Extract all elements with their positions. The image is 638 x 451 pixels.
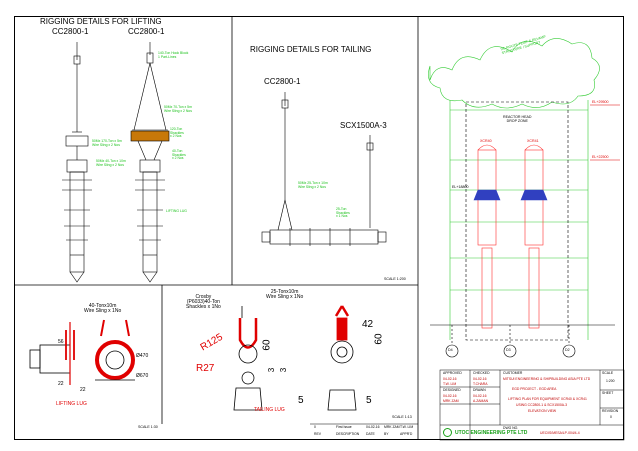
tb-project: EGD PROJECT - EGD AREA [512, 387, 557, 391]
tailing-lug-drawing [233, 305, 357, 411]
tb-name2: T.CHARA [473, 382, 488, 386]
rev-appd: T.W. LIM [400, 425, 414, 429]
dim-3b: 3 [279, 367, 289, 373]
lifting-note-sling2: 50Mx 170-Ton x 5m Wire Sling x 2 Nos [92, 139, 122, 147]
dim-22a: 22 [58, 381, 64, 387]
rev-head: REV [314, 432, 321, 436]
tb-dwg-label: DWG NO. [503, 426, 519, 430]
dim-56: 56 [58, 339, 64, 345]
tb-revision-label: REVISION [602, 409, 619, 413]
appd-head: APPR'D [400, 432, 413, 436]
tailing-title: RIGGING DETAILS FOR TAILING [250, 45, 372, 54]
dim-470: Ø470 [136, 353, 149, 359]
grid-d2: D2 [565, 348, 570, 352]
elevation-view [428, 38, 620, 358]
dim-5a: 5 [298, 395, 304, 406]
tb-desc2: USING CC2800-1 & SCX1500A-3 [516, 403, 568, 407]
tb-name4: A.ZAMAN [473, 399, 489, 403]
rev-value: 0 [314, 425, 316, 429]
tb-date2: 04-02-16 [473, 377, 487, 381]
tb-date4: 04-02-16 [473, 394, 487, 398]
lifting-right-rig [130, 42, 170, 283]
crosby-note: Crosby (P6033)40-Ton Shackles x 1No [186, 294, 221, 310]
reactor-left: XCR40 [480, 139, 492, 143]
lifting-note-sling1: 50Mx 70-Ton x 5m Wire Sling x 2 Nos [164, 105, 192, 113]
tb-scale-value: 1:200 [606, 379, 615, 383]
tb-customer-label: CUSTOMER [503, 371, 523, 375]
rev-desc: First Issue [336, 425, 352, 429]
el-mid: EL+22500 [592, 155, 609, 159]
lifting-note-hook: 140-Ton Hook Block 1 Part-Lines [158, 51, 189, 59]
lifting-note-lug: LIFTING LUG [166, 209, 187, 213]
tailing-crane-main: CC2800-1 [264, 77, 301, 86]
tb-sheet-label: SHEET [602, 391, 614, 395]
tb-checked: CHECKED [473, 371, 490, 375]
dim-60b: 60 [373, 333, 385, 345]
lifting-note-sling3: 50Mx 40-Ton x 10m Wire Sling x 2 Nos [96, 159, 126, 167]
lifting-left-rig [62, 42, 92, 283]
el-top: EL+29500 [592, 100, 609, 104]
tb-revision-value: 0 [610, 415, 612, 419]
rev-by: MRK ZAM [384, 425, 400, 429]
tailing-scale: SCALE 1:200 [384, 277, 406, 281]
tb-company: UTOC ENGINEERING PTE LTD [455, 430, 528, 436]
tailing-note-sling: 50Mx 25-Ton x 10m Wire Sling x 2 Nos [298, 181, 328, 189]
dim-3a: 3 [267, 367, 277, 373]
lifting-lug-drawing [29, 319, 135, 385]
tb-designed: DESIGNED [443, 388, 461, 392]
tb-drawn: DRAWN [473, 388, 486, 392]
lifting-lug-scale: SCALE 1:30 [138, 425, 158, 429]
lifting-note-shackle2: 40-Ton Shackles x 2 Nos [172, 149, 186, 161]
date-head: DATE [366, 432, 375, 436]
drawing-sheet [14, 16, 624, 440]
tailing-lug-scale: SCALE 1:13 [392, 415, 412, 419]
lifting-title: RIGGING DETAILS FOR LIFTING [40, 17, 162, 26]
drop-zone: REACTOR HEAD DROP ZONE [503, 115, 532, 123]
tb-desc1: LIFTING PLAN FOR EQUIPMENT XCR40 & XCR41 [508, 397, 587, 401]
grid-d3: D3 [506, 348, 511, 352]
by-head: BY [384, 432, 389, 436]
tb-customer: MITSUI ENGINEERING & SHIPBUILDING ASIA P… [503, 377, 591, 381]
company-logo-icon [443, 428, 452, 437]
tailing-lug-title: TAILING LUG [254, 407, 285, 413]
el-low: EL+18800 [452, 185, 469, 189]
dim-r27: R27 [196, 363, 215, 374]
reactor-right: XCR41 [527, 139, 539, 143]
tb-name3: MRK ZAM [443, 399, 459, 403]
rev-date: 04-02-16 [366, 425, 380, 429]
dim-5b: 5 [366, 395, 372, 406]
grid-d4: D4 [448, 348, 453, 352]
tb-date1: 04-02-16 [443, 377, 457, 381]
tailing-crane-tail: SCX1500A-3 [340, 121, 387, 130]
lug-sling-note: 40-Tonx10m Wire Sling x 1No [84, 303, 122, 314]
dim-22b: 22 [80, 387, 86, 393]
tb-desc3: ELEVATION VIEW [528, 409, 557, 413]
lifting-crane-right: CC2800-1 [128, 27, 165, 36]
desc-head: DESCRIPTION [336, 432, 360, 436]
tb-date3: 04-02-16 [443, 394, 457, 398]
lifting-lug-title: LIFTING LUG [56, 401, 87, 407]
dim-670: Ø670 [136, 373, 149, 379]
dim-42: 42 [362, 319, 374, 330]
lifting-note-shackle1: 120-Ton Shackles x 2 Nos [170, 127, 184, 139]
lifting-crane-left: CC2800-1 [52, 27, 89, 36]
tailing-note-shackle: 25-Ton Shackles x 1 Nos [336, 207, 350, 219]
tb-name1: T.W. LIM [443, 382, 457, 386]
tb-dwg-no: UEC/IS/MESA/LP-004/4-4 [540, 431, 580, 435]
tb-scale-label: SCALE [602, 371, 614, 375]
tail-sling-note: 25-Tonx10m Wire Sling x 1No [266, 289, 304, 300]
tb-approved: APPROVED [443, 371, 462, 375]
tailing-rig [261, 92, 387, 246]
dim-60a: 60 [261, 339, 273, 351]
